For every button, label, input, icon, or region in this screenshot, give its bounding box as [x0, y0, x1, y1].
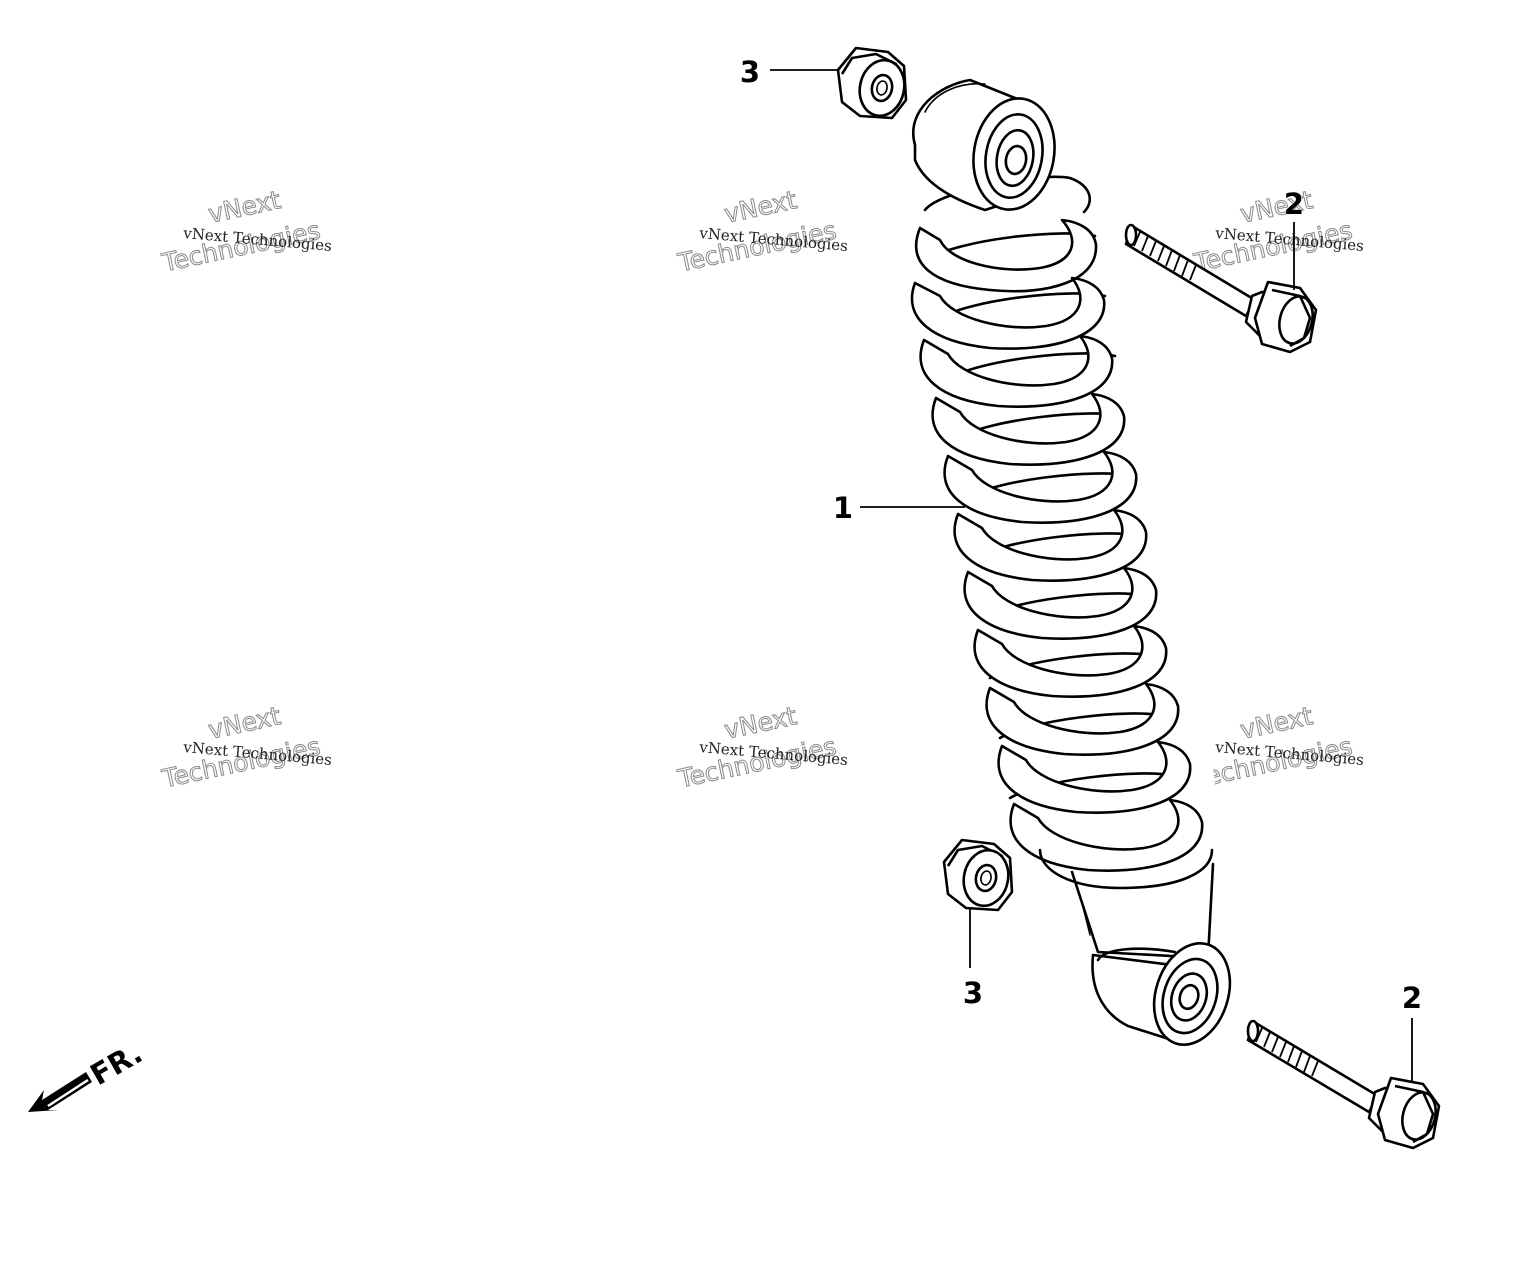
- flange-bolt-upper: [1124, 223, 1318, 354]
- watermark-top: vNext: [1238, 701, 1316, 745]
- flange-bolt-lower: [1246, 1019, 1441, 1150]
- callout-shock-absorber: 1: [833, 491, 853, 525]
- watermark-top: vNext: [722, 701, 800, 745]
- coil-spring: [910, 175, 1214, 890]
- watermark-top: vNext: [722, 185, 800, 229]
- front-direction-arrow-icon: [28, 1072, 92, 1112]
- watermark-top: vNext: [206, 701, 284, 745]
- flange-nut-upper: [836, 46, 908, 120]
- callout-bolt-upper: 2: [1284, 187, 1304, 221]
- flange-nut-lower: [942, 838, 1014, 912]
- leader-lines: [770, 69, 1413, 1082]
- callout-nut-upper: 3: [740, 55, 760, 89]
- watermark-top: vNext: [206, 185, 284, 229]
- callout-nut-lower: 3: [963, 976, 983, 1010]
- upper-mount-eye: [912, 78, 1056, 212]
- lower-mount-eye: [1152, 942, 1232, 1046]
- shock-absorber: [910, 78, 1232, 1046]
- callout-bolt-lower: 2: [1402, 981, 1422, 1015]
- front-direction-label: FR.: [85, 1036, 149, 1092]
